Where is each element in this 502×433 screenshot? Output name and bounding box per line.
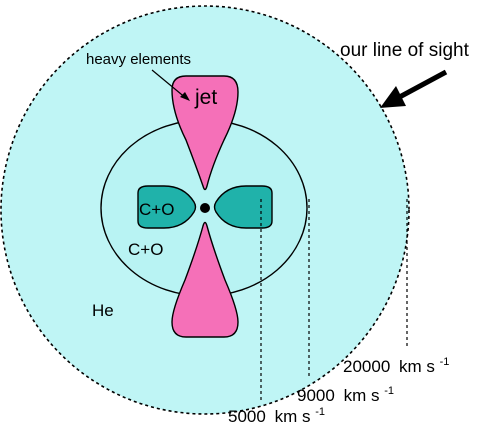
line-of-sight-label: our line of sight bbox=[340, 40, 470, 61]
velocity-value-5000: 5000 bbox=[228, 407, 266, 426]
velocity-value-20000: 20000 bbox=[343, 357, 390, 376]
line-of-sight-arrow-shaft bbox=[392, 69, 448, 103]
jet-lower bbox=[171, 221, 239, 338]
velocity-exponent-20000: -1 bbox=[440, 356, 450, 368]
inner-co-label: C+O bbox=[139, 200, 174, 219]
helium-label: He bbox=[92, 301, 114, 320]
velocity-unit-20000: km s bbox=[399, 357, 435, 376]
co-blob-left bbox=[137, 185, 197, 229]
jet-label: jet bbox=[194, 86, 217, 109]
line-of-sight-arrow-head bbox=[380, 86, 406, 108]
velocity-exponent-5000: -1 bbox=[315, 406, 325, 418]
jet-upper bbox=[171, 75, 239, 191]
velocity-unit-9000: km s bbox=[344, 386, 380, 405]
velocity-value-9000: 9000 bbox=[297, 386, 335, 405]
velocity-label-20000: 20000 km s -1 bbox=[343, 356, 449, 376]
velocity-label-5000: 5000 km s -1 bbox=[228, 406, 325, 426]
velocity-exponent-9000: -1 bbox=[384, 385, 394, 397]
velocity-label-9000: 9000 km s -1 bbox=[297, 385, 394, 405]
velocity-unit-5000: km s bbox=[275, 407, 311, 426]
heavy-elements-pointer bbox=[151, 69, 188, 100]
outer-co-label: C+O bbox=[128, 240, 163, 259]
heavy-elements-label: heavy elements bbox=[86, 51, 191, 68]
center-point bbox=[200, 203, 210, 213]
heavy-elements-pointer-head bbox=[180, 92, 190, 101]
co-blob-right bbox=[213, 185, 273, 229]
